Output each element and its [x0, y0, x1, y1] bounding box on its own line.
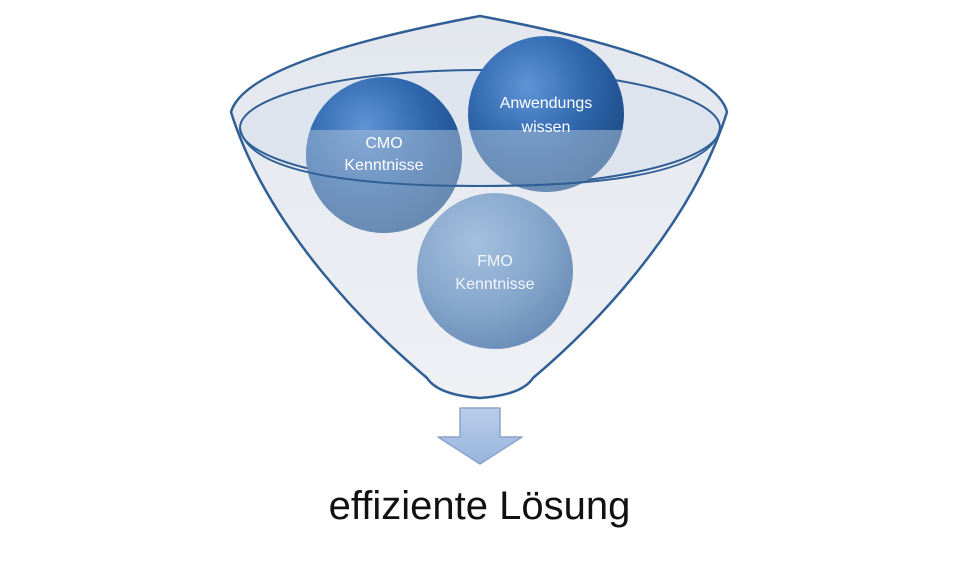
- ball-anwendung-line2: wissen: [521, 119, 571, 136]
- ball-cmo: CMO Kenntnisse: [306, 77, 462, 233]
- down-arrow-icon: [437, 407, 523, 465]
- ball-fmo-line1: FMO: [477, 253, 513, 270]
- funnel-rim-front: [239, 127, 721, 188]
- ball-fmo: FMO Kenntnisse: [417, 193, 573, 349]
- ball-anwendung: Anwendungs wissen: [468, 36, 624, 192]
- ball-cmo-line1: CMO: [365, 135, 402, 152]
- ball-anwendung-line1: Anwendungs: [500, 95, 593, 112]
- ball-cmo-line2: Kenntnisse: [344, 157, 423, 174]
- ball-fmo-line2: Kenntnisse: [455, 276, 534, 293]
- result-label: effiziente Lösung: [328, 484, 631, 528]
